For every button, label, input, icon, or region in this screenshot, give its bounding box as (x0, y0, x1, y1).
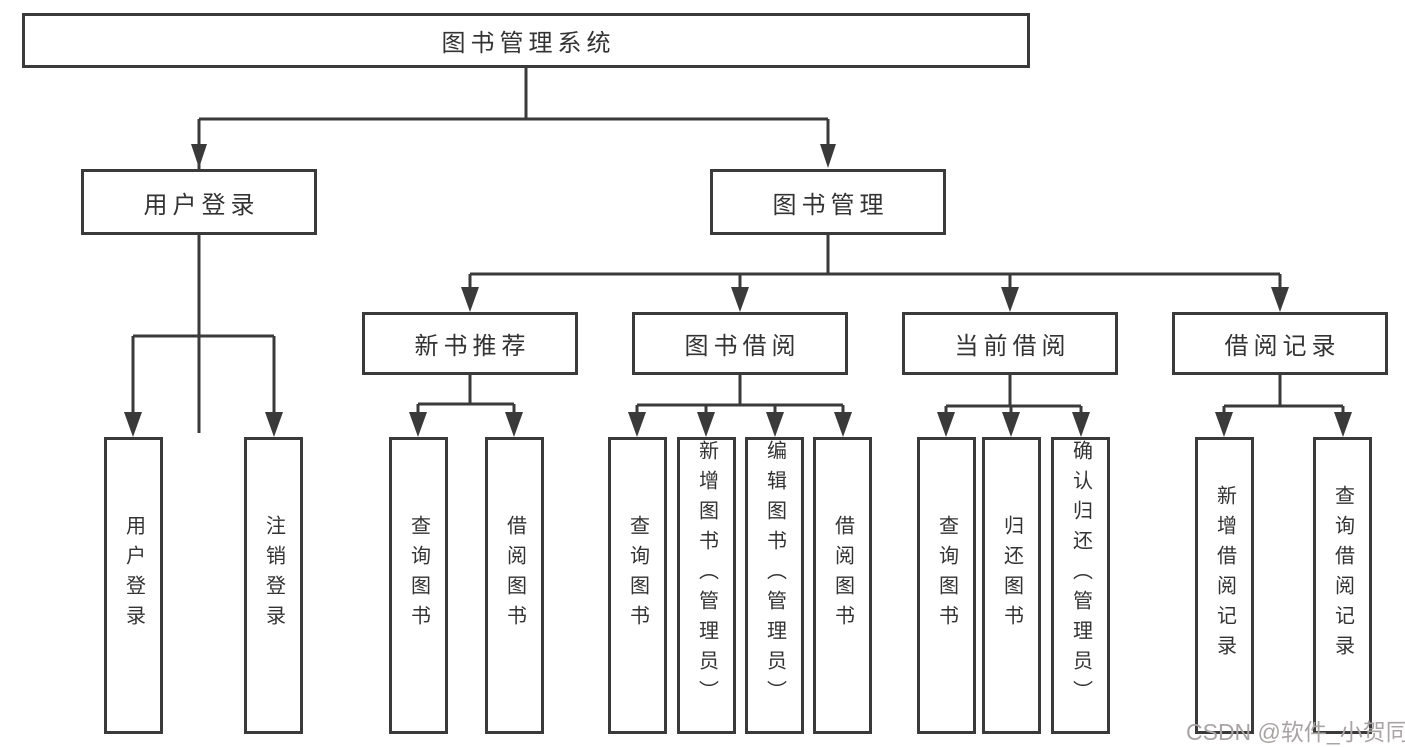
connector-newbook-to-leaves (409, 375, 523, 437)
connector-userlogin-to-leaves (124, 235, 283, 437)
connector-records-to-leaves (1215, 375, 1352, 437)
leaf-label: 查询图书 (626, 514, 649, 635)
node-label: 新书推荐 (414, 333, 531, 360)
leaf-label: 注销登录 (262, 514, 285, 635)
leaf-label: 新增借阅记录 (1213, 484, 1236, 665)
node-label: 图书管理系统 (441, 30, 616, 57)
leaf-borrow-books-recommend: 借阅图书 (485, 437, 544, 734)
node-label: 当前借阅 (954, 333, 1071, 360)
leaf-label: 查询图书 (407, 514, 430, 635)
node-book-management: 图书管理 (710, 169, 946, 235)
watermark: CSDN @软件_小贺同学 (1186, 719, 1405, 745)
leaf-user-login: 用户登录 (104, 437, 163, 734)
leaf-logout: 注销登录 (244, 437, 303, 734)
leaf-query-books-current: 查询图书 (917, 437, 976, 734)
leaf-label: 归还图书 (1000, 514, 1023, 635)
connector-borrow-to-leaves (628, 375, 852, 437)
leaf-label: 新增图书（管理员） (695, 440, 718, 710)
node-borrow-records: 借阅记录 (1172, 312, 1388, 375)
leaf-label: 借阅图书 (503, 514, 526, 635)
connector-current-to-leaves (937, 375, 1090, 437)
leaf-query-books-recommend: 查询图书 (389, 437, 448, 734)
leaf-borrow-books: 借阅图书 (813, 437, 872, 734)
leaf-label: 查询图书 (935, 514, 958, 635)
node-label: 图书管理 (772, 191, 889, 219)
node-user-login: 用户登录 (81, 169, 317, 235)
node-book-borrow: 图书借阅 (632, 312, 848, 375)
connector-bookmgmt-to-level3 (461, 235, 1289, 312)
leaf-query-books-borrow: 查询图书 (608, 437, 667, 734)
node-label: 用户登录 (143, 191, 260, 219)
node-current-borrow: 当前借阅 (902, 312, 1118, 375)
connector-root-to-level2 (191, 68, 836, 433)
leaf-query-borrow-record: 查询借阅记录 (1313, 437, 1372, 734)
leaf-label: 编辑图书（管理员） (763, 440, 786, 710)
leaf-label: 查询借阅记录 (1331, 484, 1354, 665)
leaf-label: 确认归还（管理员） (1069, 440, 1092, 710)
leaf-label: 借阅图书 (831, 514, 854, 635)
node-label: 借阅记录 (1224, 333, 1341, 360)
node-label: 图书借阅 (684, 333, 801, 360)
leaf-label: 用户登录 (122, 514, 145, 635)
leaf-edit-books-admin: 编辑图书（管理员） (745, 437, 804, 734)
node-new-book-recommend: 新书推荐 (362, 312, 578, 375)
leaf-confirm-return-admin: 确认归还（管理员） (1051, 437, 1110, 734)
leaf-add-books-admin: 新增图书（管理员） (677, 437, 736, 734)
leaf-return-books: 归还图书 (982, 437, 1041, 734)
leaf-add-borrow-record: 新增借阅记录 (1195, 437, 1254, 734)
node-root-system: 图书管理系统 (22, 13, 1030, 68)
